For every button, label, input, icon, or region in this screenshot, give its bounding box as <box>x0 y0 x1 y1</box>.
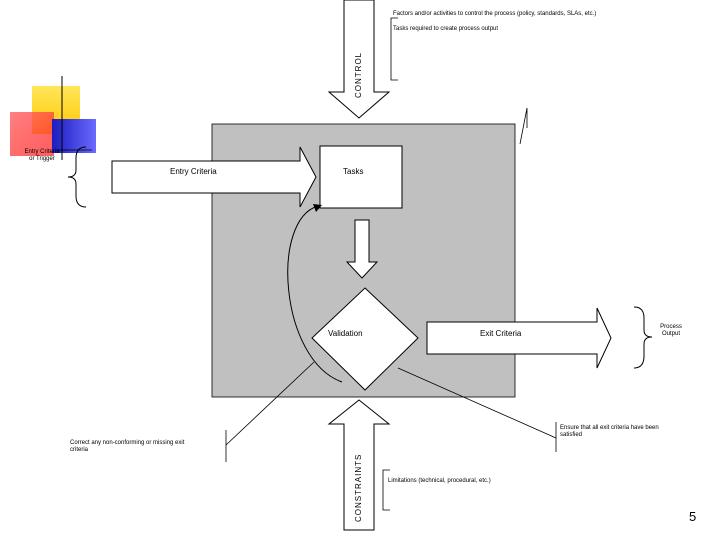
control-note-2: Tasks required to create process output <box>393 26 499 32</box>
ensure-note: Ensure that all exit criteria have been … <box>560 425 659 438</box>
constraints-arrow <box>327 399 391 531</box>
decorative-squares <box>0 76 720 160</box>
tasks-box <box>319 145 403 209</box>
entry-criteria-arrow <box>111 146 317 208</box>
feedback-curve <box>287 205 343 383</box>
control-arrow <box>327 0 391 119</box>
deco-red-square <box>10 112 54 156</box>
constraints-label: CONSTRAINTS <box>354 453 363 522</box>
process-output-label: Process Output <box>660 324 682 337</box>
exit-criteria-arrow <box>426 307 612 369</box>
ensure-callout-line <box>397 367 557 439</box>
deco-blue-square <box>52 119 96 153</box>
output-brace <box>633 306 653 369</box>
limitations-note: Limitations (technical, procedural, etc.… <box>388 478 491 484</box>
correct-note: Correct any non-conforming or missing ex… <box>70 440 185 453</box>
validation-label: Validation <box>328 329 363 338</box>
entry-brace <box>67 146 87 208</box>
tasks-to-validation-arrow <box>345 219 379 279</box>
validation-diamond <box>311 287 419 391</box>
control-note-bracket <box>390 17 398 81</box>
limitations-note-bracket <box>382 469 390 511</box>
control-callout-line <box>519 107 528 145</box>
page-number: 5 <box>689 509 697 524</box>
tasks-label: Tasks <box>343 167 364 176</box>
entry-trigger-label: Entry Criteria or Trigger <box>24 149 60 162</box>
feedback-arrowhead <box>313 204 322 212</box>
correct-callout-line <box>225 361 315 446</box>
control-note-1: Factors and/or activities to control the… <box>393 11 597 17</box>
entry-criteria-label: Entry Criteria <box>170 167 217 176</box>
control-label: CONTROL <box>354 51 363 98</box>
exit-criteria-label: Exit Criteria <box>480 329 522 338</box>
